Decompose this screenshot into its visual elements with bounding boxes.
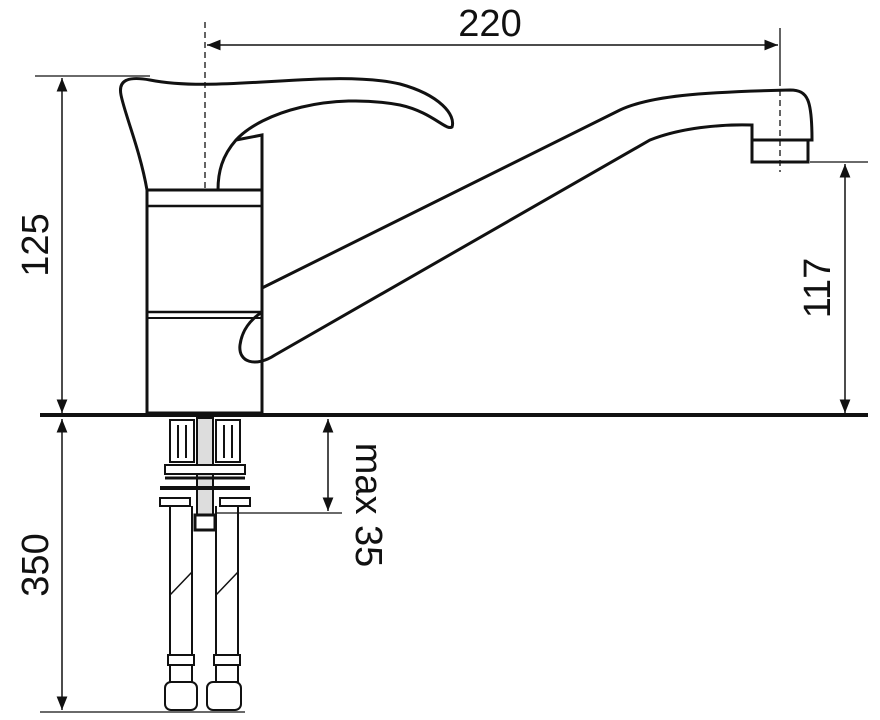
faucet-spout <box>238 88 814 364</box>
dimension-spout-height: 117 <box>797 161 868 413</box>
dimension-label-220: 220 <box>458 3 521 45</box>
hose-left <box>164 419 198 711</box>
mounting-stud <box>159 417 251 532</box>
aerator <box>750 138 810 164</box>
dimension-label-max-35: max 35 <box>347 443 389 568</box>
dimension-label-117: 117 <box>797 258 839 319</box>
dimension-label-350: 350 <box>15 533 57 596</box>
faucet-handle <box>118 77 455 192</box>
dimension-spout-reach: 220 <box>207 3 781 172</box>
dimension-hose-length: 350 <box>15 419 245 713</box>
dimension-label-125: 125 <box>15 213 57 276</box>
dimension-max-thickness: max 35 <box>215 419 389 567</box>
dimension-total-height: 125 <box>15 75 150 413</box>
faucet-body <box>145 188 264 415</box>
hose-right <box>206 419 242 711</box>
